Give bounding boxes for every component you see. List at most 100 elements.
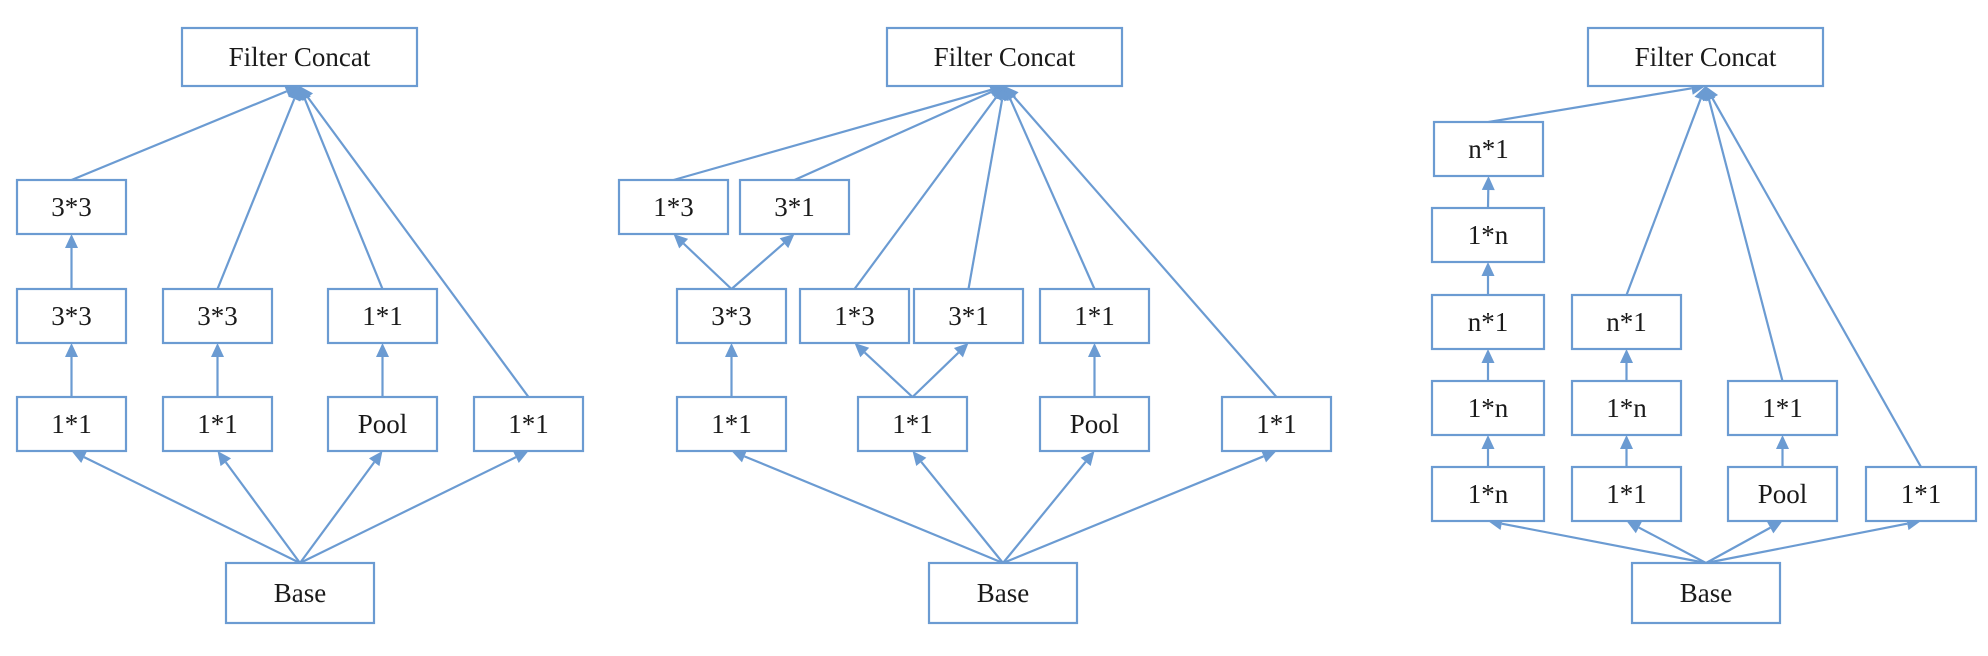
- module-c-edge-c11p-to-concat: [1702, 86, 1784, 382]
- node-label: 1*1: [1762, 393, 1803, 423]
- node-label: Pool: [1758, 479, 1808, 509]
- module-c-edge-c11b-to-1nd: [1620, 435, 1633, 467]
- arrowhead: [1481, 349, 1495, 363]
- edge-line: [1705, 522, 1908, 565]
- arrowhead: [1705, 86, 1719, 102]
- edge-line: [1012, 95, 1278, 398]
- arrowhead: [1767, 521, 1783, 534]
- edge-line: [1625, 98, 1702, 296]
- node-label: 1*1: [362, 301, 403, 331]
- edge-line: [1711, 97, 1922, 468]
- arrowhead: [1004, 86, 1019, 101]
- module-b-edge-c11b-to-c31b: [911, 343, 969, 398]
- node-label: 1*1: [711, 409, 752, 439]
- module-b-edge-c13b-to-concat: [853, 86, 1005, 290]
- module-a-edge-c11p-to-concat: [298, 86, 384, 290]
- module-b-node-c11p: 1*1: [1038, 287, 1151, 345]
- arrowhead: [513, 451, 529, 463]
- node-box: [1630, 561, 1782, 625]
- arrowhead: [953, 343, 969, 358]
- node-box: [326, 395, 439, 453]
- node-box: [617, 178, 730, 236]
- edge-line: [911, 351, 960, 398]
- module-b-edge-c11p-to-concat: [1004, 86, 1096, 290]
- node-box: [1570, 379, 1683, 437]
- edge-line: [216, 98, 296, 290]
- node-box: [675, 287, 788, 345]
- node-box: [1220, 395, 1333, 453]
- module-c-node-c11p: 1*1: [1726, 379, 1839, 437]
- module-c-node-n1a: n*1: [1432, 120, 1545, 178]
- edge-line: [967, 99, 1004, 290]
- module-b-edge-base-to-c11b: [912, 451, 1004, 564]
- edge-line: [1488, 87, 1692, 124]
- edge-line: [299, 461, 376, 564]
- module-c-edge-1nd-to-n1c: [1620, 349, 1633, 381]
- node-box: [885, 26, 1124, 88]
- module-c-edge-base-to-pool: [1705, 521, 1783, 564]
- node-label: Filter Concat: [1635, 42, 1777, 72]
- edge-line: [682, 242, 733, 290]
- module-a-edge-base-to-c11a: [71, 451, 301, 564]
- arrowhead: [284, 85, 300, 98]
- arrowhead: [1481, 262, 1495, 276]
- edge-line: [1638, 526, 1707, 564]
- node-box: [15, 287, 128, 345]
- arrowhead: [217, 451, 232, 467]
- module-b-edge-c33-to-c13a: [673, 234, 733, 290]
- module-b-node-c33: 3*3: [675, 287, 788, 345]
- node-label: 1*1: [1256, 409, 1297, 439]
- module-c-node-c11d: 1*1: [1864, 465, 1978, 523]
- module-c-edge-1na-to-n1a: [1481, 176, 1495, 209]
- arrowhead: [65, 343, 78, 357]
- module-b-node-c11b: 1*1: [856, 395, 969, 453]
- node-box: [1430, 206, 1546, 264]
- module-a-node-c33c: 3*3: [161, 287, 274, 345]
- node-box: [15, 395, 128, 453]
- module-a-node-pool: Pool: [326, 395, 439, 453]
- module-c-edge-base-to-1nc: [1488, 517, 1707, 565]
- module-b-edge-c11a-to-c33: [725, 343, 738, 397]
- module-b-node-c11a: 1*1: [675, 395, 788, 453]
- arrowhead: [673, 234, 689, 249]
- node-box: [738, 178, 851, 236]
- edge-line: [71, 90, 287, 182]
- module-c-edge-n1c-to-concat: [1625, 86, 1707, 296]
- node-label: 1*1: [1901, 479, 1942, 509]
- node-label: n*1: [1606, 307, 1647, 337]
- module-c-node-1na: 1*n: [1430, 206, 1546, 264]
- module-c-node-pool: Pool: [1726, 465, 1839, 523]
- module-a-edge-c33c-to-concat: [216, 86, 301, 290]
- edge-line: [1002, 455, 1264, 565]
- module-c-node-n1c: n*1: [1570, 293, 1683, 351]
- node-box: [1430, 293, 1546, 351]
- module-b-edge-base-to-c11d: [1002, 450, 1277, 565]
- arrowhead: [1080, 451, 1095, 466]
- node-box: [1432, 120, 1545, 178]
- module-c-node-n1b: n*1: [1430, 293, 1546, 351]
- module-a-edge-base-to-pool: [299, 451, 383, 564]
- edge-line: [1705, 526, 1771, 564]
- edge-line: [224, 461, 301, 564]
- edge-line: [83, 456, 301, 564]
- node-label: 1*3: [834, 301, 875, 331]
- node-label: 1*n: [1468, 479, 1509, 509]
- arrowhead: [1620, 349, 1633, 363]
- module-b-edge-c31b-to-concat: [967, 86, 1009, 290]
- edge-line: [1707, 99, 1784, 382]
- module-a-node-c11a: 1*1: [15, 395, 128, 453]
- node-box: [1038, 395, 1151, 453]
- node-box: [15, 178, 128, 236]
- node-box: [1586, 26, 1825, 88]
- module-b-edge-c31a-to-concat: [794, 85, 1005, 182]
- node-label: Base: [1680, 578, 1733, 608]
- module-c-edge-1nb-to-n1b: [1481, 349, 1495, 381]
- node-box: [1570, 293, 1683, 351]
- module-a-node-c33b: 3*3: [15, 178, 128, 236]
- arrowhead: [912, 451, 927, 466]
- module-a-edge-c11d-to-concat: [299, 86, 530, 398]
- node-label: Pool: [1070, 409, 1120, 439]
- edges-layer: [65, 81, 1922, 565]
- module-a-node-concat: Filter Concat: [180, 26, 419, 88]
